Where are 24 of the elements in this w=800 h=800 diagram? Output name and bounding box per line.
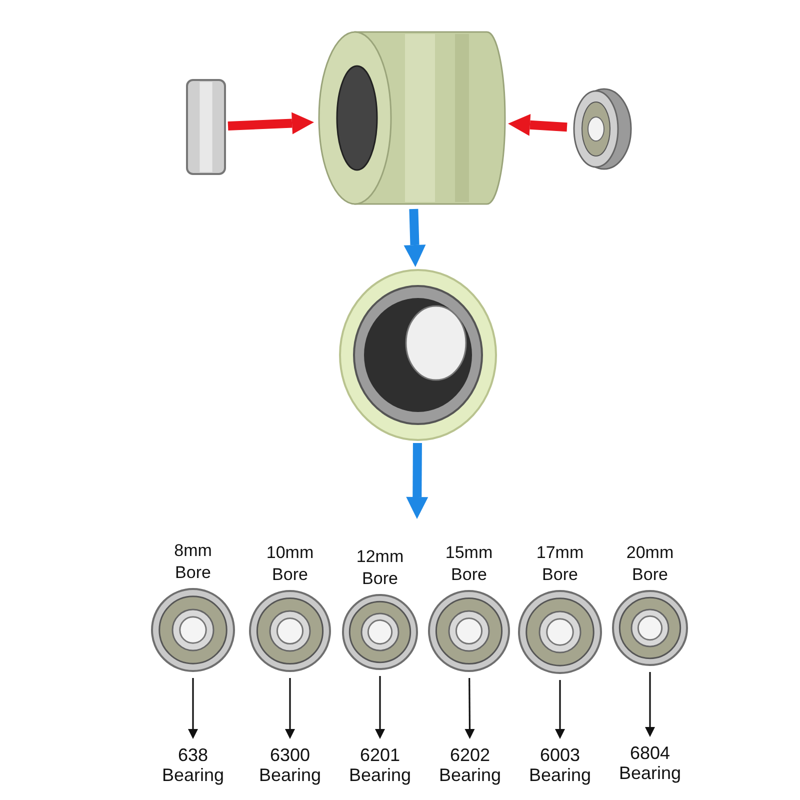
bore-size-label: 17mm Bore (535, 542, 585, 586)
bearing-model-label: 6202 Bearing (430, 745, 510, 785)
arrow (555, 680, 565, 739)
arrow (375, 676, 385, 739)
arrow (228, 112, 314, 134)
arrow (464, 678, 475, 739)
bore-size-label: 10mm Bore (265, 542, 315, 586)
bore-size-label: 15mm Bore (444, 542, 494, 586)
roller-drawing (338, 268, 498, 442)
arrow (285, 678, 295, 739)
arrow (406, 442, 428, 519)
arrow (645, 672, 655, 737)
bearing-model-label: 6300 Bearing (250, 745, 330, 785)
bearing-model-label: 6804 Bearing (610, 743, 690, 783)
bearing-model-label: 6003 Bearing (520, 745, 600, 785)
arrow (404, 208, 426, 267)
bore-size-label: 20mm Bore (625, 542, 675, 586)
bore-size-label: 8mm Bore (173, 540, 213, 584)
bearing-drawing (185, 78, 227, 176)
arrow (508, 114, 568, 136)
bore-size-label: 12mm Bore (355, 546, 405, 590)
arrow (188, 678, 198, 739)
bearing-model-label: 6201 Bearing (340, 745, 420, 785)
bearing-model-label: 638 Bearing (153, 745, 233, 785)
